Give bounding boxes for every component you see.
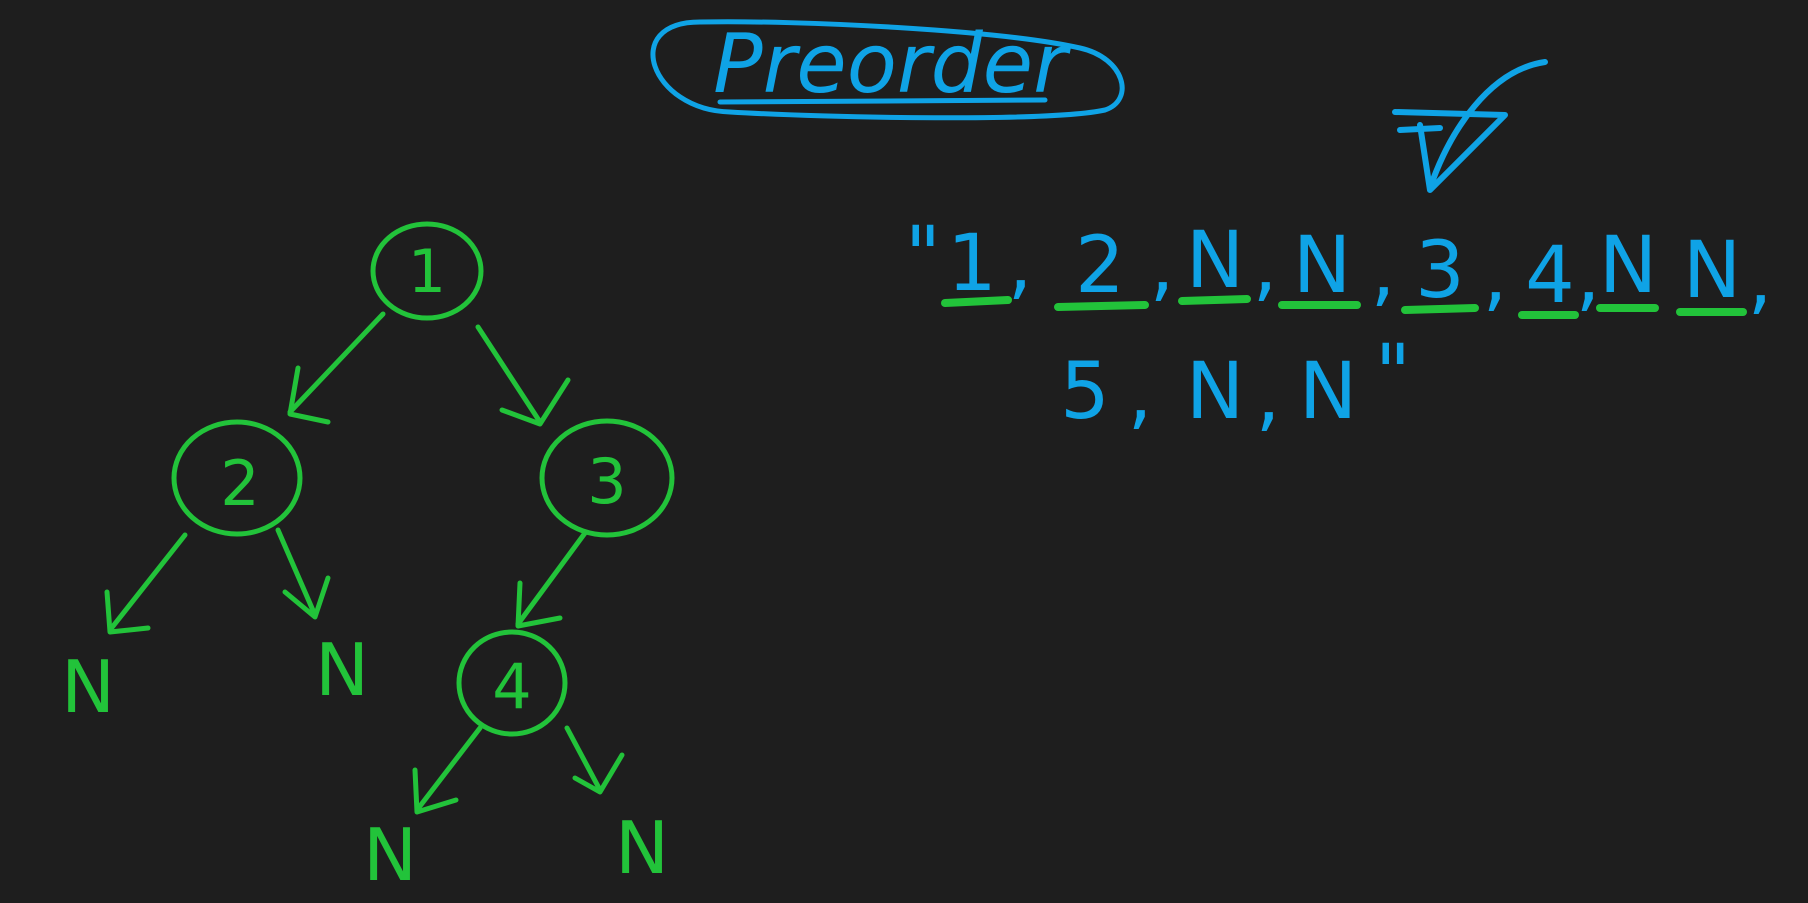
- separator-8: ,: [1748, 234, 1773, 324]
- title-underline: [717, 97, 1048, 105]
- separator-2: ,: [1150, 221, 1175, 311]
- tree-diagram: [104, 221, 675, 815]
- close-quote: ": [1375, 329, 1411, 419]
- serialization-underlines: [941, 295, 1747, 319]
- separator-10: ,: [1256, 351, 1281, 441]
- edge-2-to-null-right-arrow: [275, 527, 331, 620]
- tree-labels: 1 2 3 4 N N N N: [61, 237, 669, 897]
- serialized-value-5: 3: [1415, 226, 1465, 316]
- title-ellipse: [650, 19, 1125, 121]
- check-mark-icon: [1392, 59, 1548, 193]
- tree-node-4-label: 4: [492, 650, 531, 723]
- tree-node-2: [171, 419, 303, 537]
- edge-1-to-2-arrow: [287, 311, 386, 425]
- tree-node-2-label: 2: [220, 447, 259, 520]
- tree-node-1: [370, 221, 484, 321]
- tree-null-label-2-left: N: [61, 645, 115, 729]
- edge-4-to-null-right-arrow: [564, 725, 625, 795]
- separator-5: ,: [1483, 231, 1508, 321]
- open-quote: ": [905, 211, 941, 301]
- edge-3-to-4-arrow: [515, 530, 588, 629]
- tree-null-label-2-right: N: [315, 628, 369, 712]
- serialized-value-2: 2: [1075, 221, 1125, 311]
- tree-node-4: [456, 629, 568, 737]
- page-title: Preorder: [713, 17, 1071, 112]
- tree-null-label-4-right: N: [615, 806, 669, 890]
- serialized-value-10: N: [1186, 347, 1244, 437]
- serialized-value-3: N: [1186, 216, 1244, 306]
- tree-node-3-label: 3: [587, 445, 626, 518]
- separator-9: ,: [1128, 349, 1153, 439]
- serialized-value-7: N: [1599, 221, 1657, 311]
- underline-2: [1054, 301, 1149, 311]
- separator-3: ,: [1253, 221, 1278, 311]
- underline-3: [1178, 295, 1251, 305]
- title-group: Preorder: [650, 17, 1125, 121]
- serialized-value-9: 5: [1060, 347, 1110, 437]
- tree-node-1-label: 1: [408, 237, 446, 307]
- serialized-value-1: 1: [947, 219, 997, 309]
- tree-null-label-4-left: N: [363, 813, 417, 897]
- separator-4: ,: [1371, 226, 1396, 316]
- underline-5: [1401, 304, 1479, 314]
- serialization-string: " 1 , 2 , N , N , 3 , 4 , N N , 5 , N , …: [905, 211, 1772, 441]
- underline-1: [941, 296, 1012, 307]
- edge-4-to-null-left-arrow: [412, 725, 483, 815]
- serialized-value-6: 4: [1525, 231, 1575, 321]
- separator-6: ,: [1576, 231, 1601, 321]
- serialized-value-4: N: [1293, 221, 1351, 311]
- edge-1-to-3-arrow: [475, 324, 571, 427]
- serialized-value-8: N: [1683, 226, 1741, 316]
- serialized-value-11: N: [1299, 347, 1357, 437]
- separator-1: ,: [1008, 219, 1033, 309]
- edge-2-to-null-left-arrow: [104, 532, 188, 635]
- tree-node-3: [539, 418, 675, 538]
